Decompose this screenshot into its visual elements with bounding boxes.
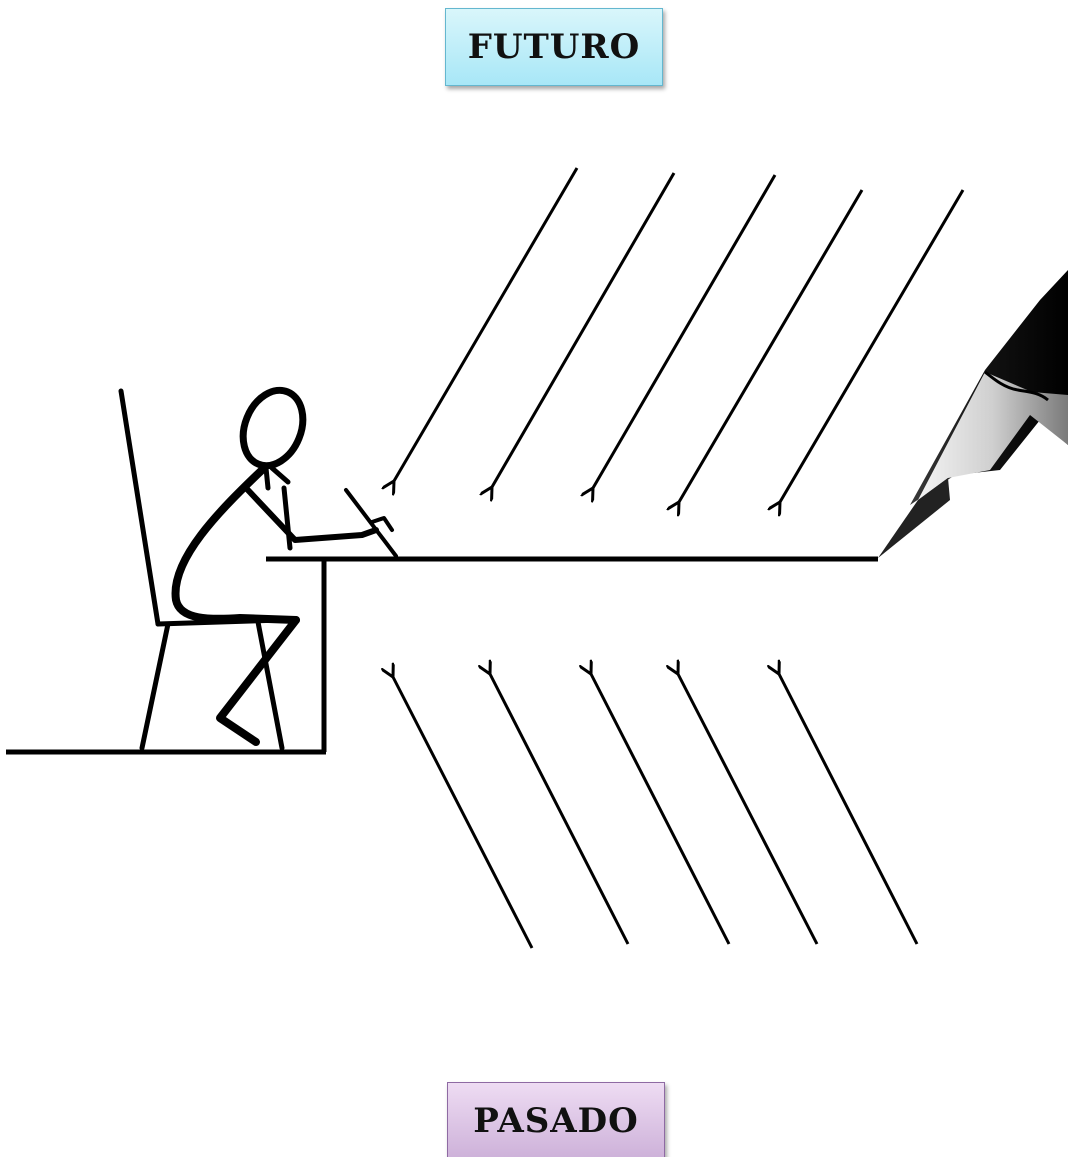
arrow-down-left-icon [679,190,862,502]
arrow-down-left-icon [394,168,577,481]
arrow-down-left-icon [593,175,775,488]
past-label-box: PASADO [447,1082,665,1157]
desk [266,559,878,752]
arrow-down-left-icon [780,190,963,502]
figure-head [232,381,313,474]
stick-figure-writing [176,381,396,742]
arrow-up-left-icon [779,674,917,944]
pencil-icon [878,270,1068,558]
arrow-up-left-icon [678,674,817,944]
future-arrows [394,168,963,502]
arrow-down-left-icon [492,173,674,487]
past-label: PASADO [473,1101,639,1141]
past-arrows [393,674,917,948]
arrow-up-left-icon [591,674,729,944]
chair [121,391,282,748]
